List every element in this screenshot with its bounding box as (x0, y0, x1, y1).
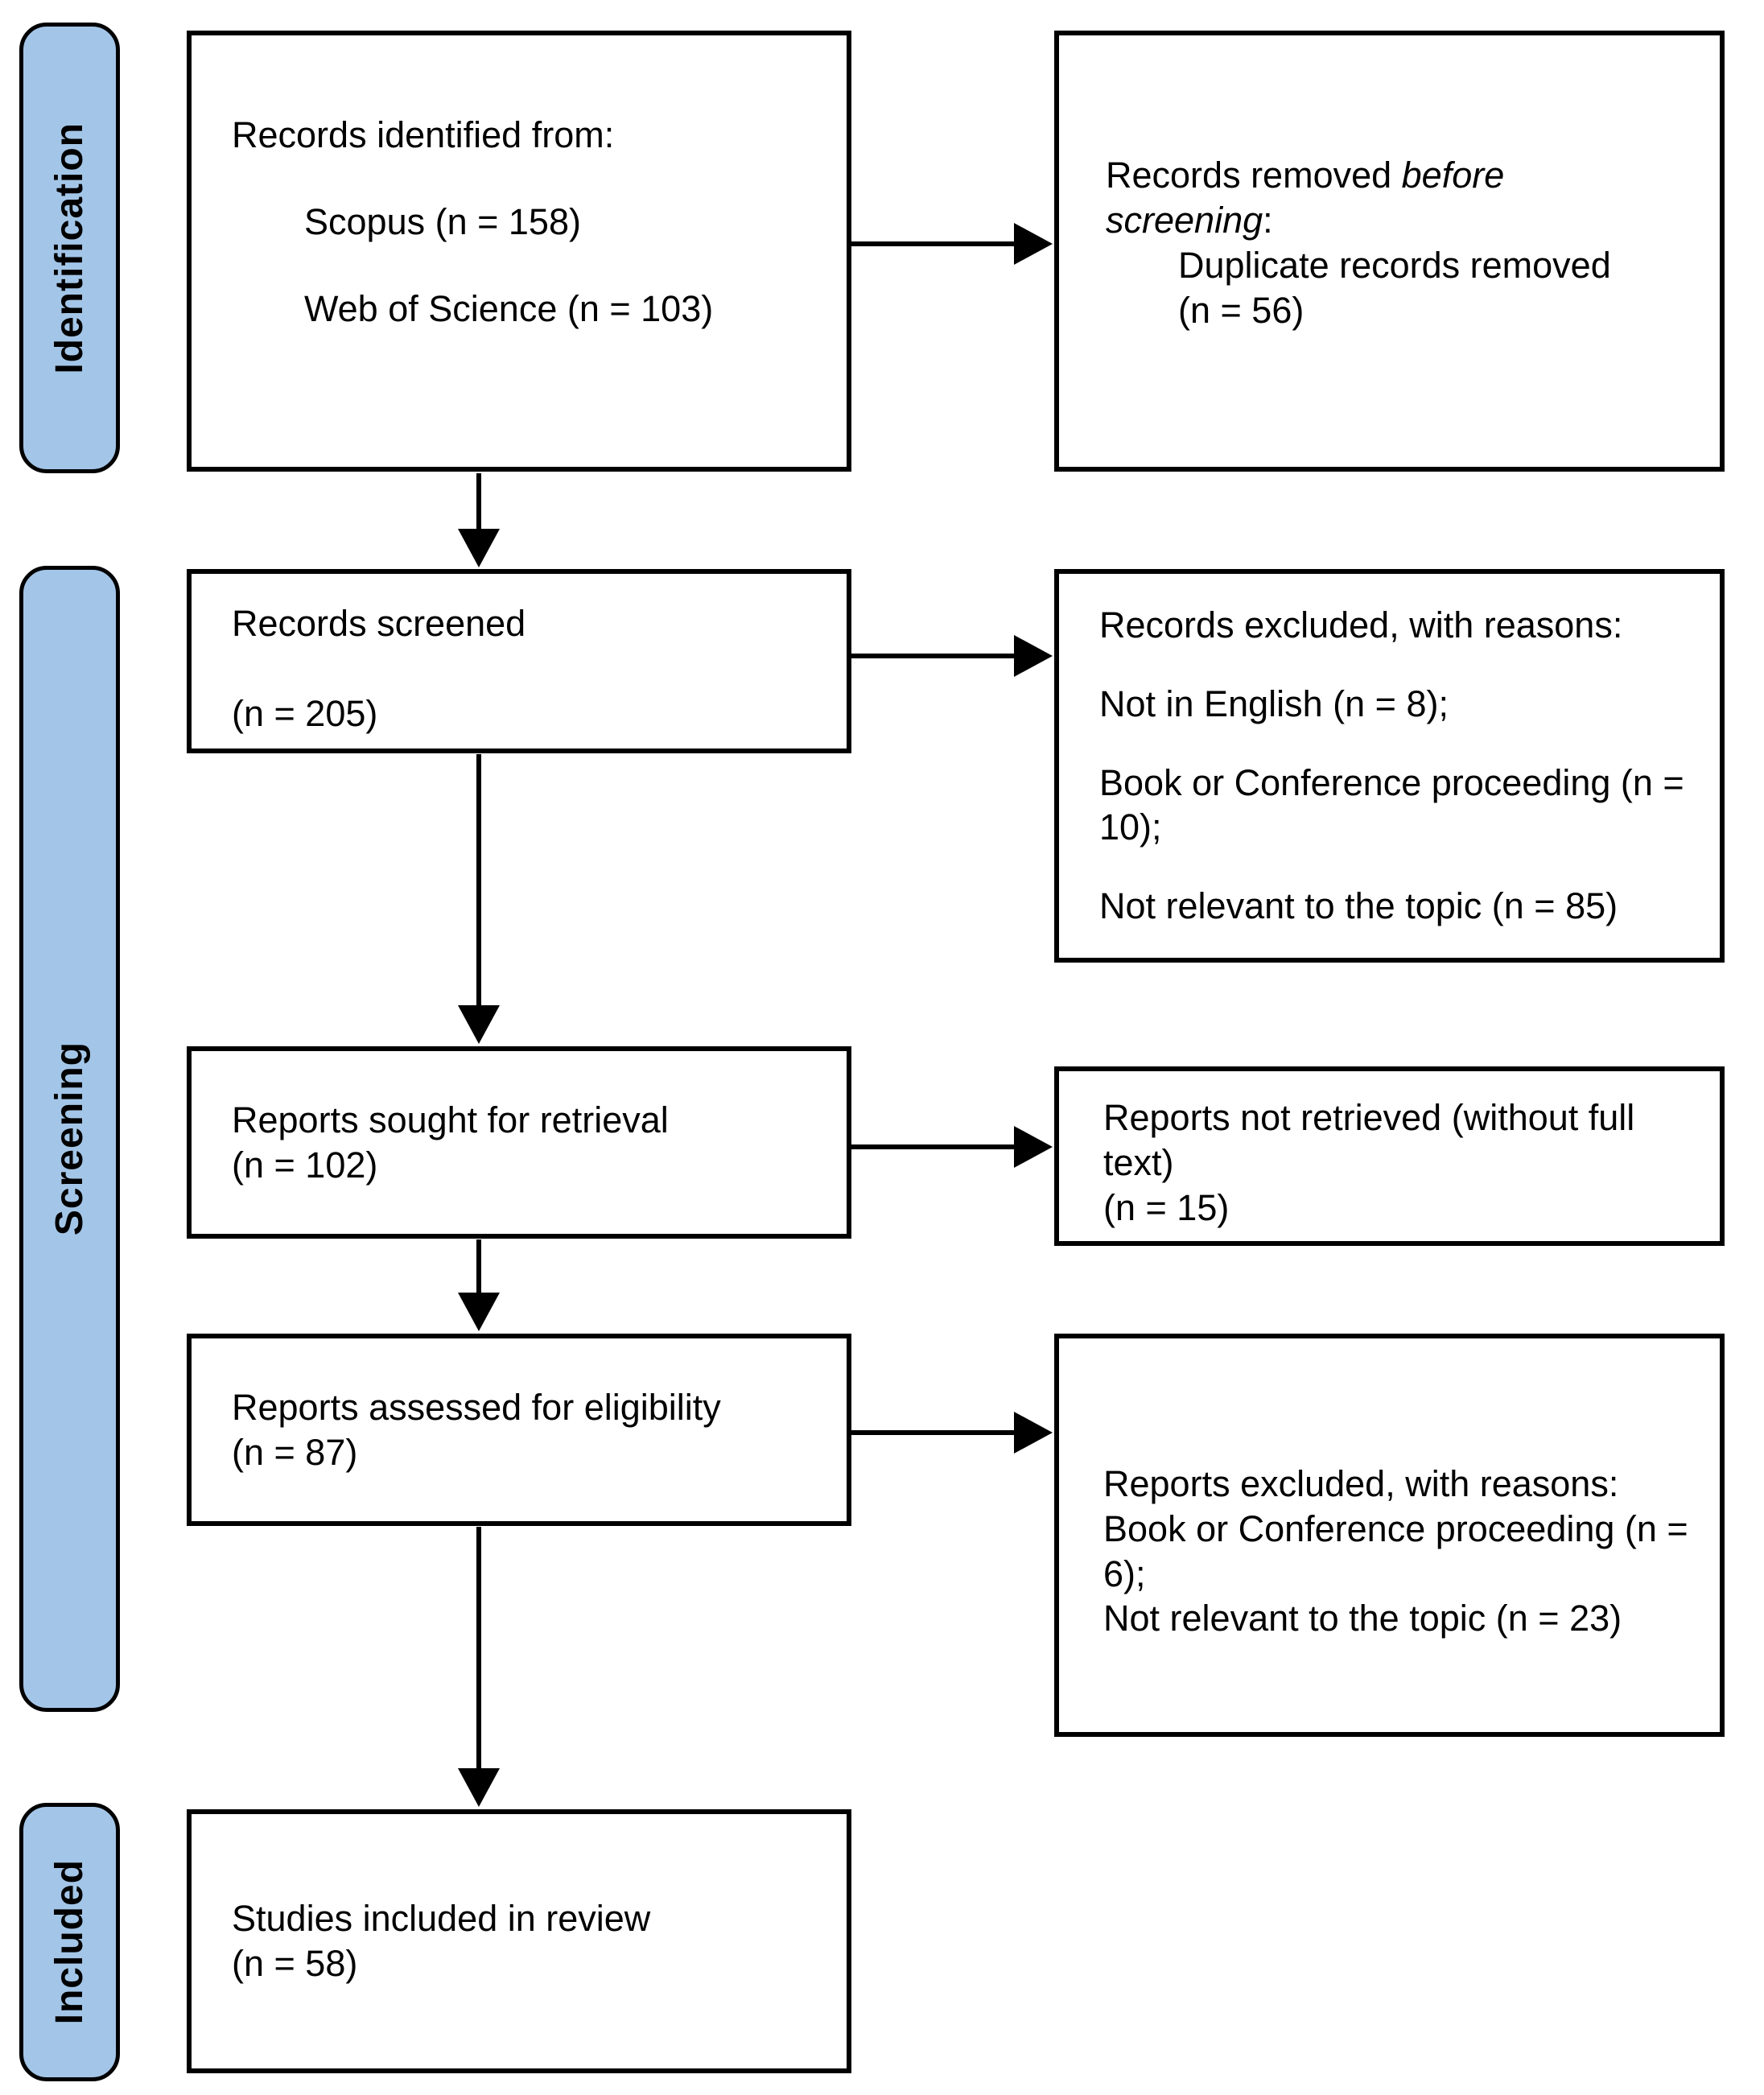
box-reports-assessed: Reports assessed for eligibility (n = 87… (187, 1334, 851, 1526)
records-identified-source-scopus: Scopus (n = 158) (304, 200, 581, 242)
records-excluded-reason-english: Not in English (n = 8); (1099, 683, 1449, 724)
box-records-removed: Records removed before screening: Duplic… (1054, 31, 1725, 472)
reports-excluded-reason-book: Book or Conference proceeding (n = 6); (1103, 1507, 1688, 1594)
box-records-excluded: Records excluded, with reasons: Not in E… (1054, 569, 1725, 963)
reports-not-retrieved-count: (n = 15) (1103, 1186, 1230, 1228)
records-screened-count: (n = 205) (232, 692, 378, 734)
box-records-identified: Records identified from: Scopus (n = 158… (187, 31, 851, 472)
records-excluded-heading: Records excluded, with reasons: (1099, 604, 1623, 645)
reports-assessed-heading: Reports assessed for eligibility (232, 1386, 721, 1428)
records-excluded-reason-book: Book or Conference proceeding (n = 10); (1099, 761, 1684, 848)
records-removed-reason: Duplicate records removed (1178, 245, 1611, 286)
stage-bar-screening: Screening (19, 566, 120, 1712)
studies-included-heading: Studies included in review (232, 1898, 651, 1940)
reports-assessed-count: (n = 87) (232, 1431, 358, 1473)
box-reports-excluded: Reports excluded, with reasons: Book or … (1054, 1334, 1725, 1737)
stage-label-screening: Screening (48, 1041, 91, 1236)
arrow-identified-to-screened (458, 473, 500, 567)
reports-sought-heading: Reports sought for retrieval (232, 1099, 669, 1140)
arrow-sought-to-assessed (458, 1239, 500, 1331)
box-records-screened: Records screened (n = 205) (187, 569, 851, 753)
studies-included-count: (n = 58) (232, 1943, 358, 1984)
arrow-assessed-to-excluded (851, 1412, 1053, 1454)
arrow-sought-to-not-retrieved (851, 1126, 1053, 1168)
arrow-identified-to-removed (851, 223, 1053, 265)
records-removed-suffix: : (1263, 200, 1273, 241)
box-studies-included: Studies included in review (n = 58) (187, 1809, 851, 2073)
stage-bar-identification: Identification (19, 23, 120, 473)
stage-label-included: Included (48, 1859, 91, 2025)
reports-not-retrieved-heading: Reports not retrieved (without full text… (1103, 1097, 1635, 1183)
arrow-screened-to-sought (458, 754, 500, 1044)
box-reports-sought: Reports sought for retrieval (n = 102) (187, 1046, 851, 1239)
records-removed-count: (n = 56) (1178, 289, 1304, 331)
reports-excluded-heading: Reports excluded, with reasons: (1103, 1462, 1619, 1504)
records-identified-source-wos: Web of Science (n = 103) (304, 287, 714, 329)
records-removed-emphasis: before screening (1106, 155, 1505, 241)
records-removed-heading: Records removed before screening: (1106, 153, 1621, 243)
stage-bar-included: Included (19, 1803, 120, 2081)
records-identified-heading: Records identified from: (232, 114, 615, 155)
records-excluded-reason-relevance: Not relevant to the topic (n = 85) (1099, 885, 1618, 927)
reports-sought-count: (n = 102) (232, 1144, 378, 1186)
records-removed-prefix: Records removed (1106, 155, 1402, 196)
arrow-assessed-to-included (458, 1527, 500, 1807)
arrow-screened-to-excluded (851, 635, 1053, 677)
stage-label-identification: Identification (48, 122, 91, 374)
reports-excluded-reason-relevance: Not relevant to the topic (n = 23) (1103, 1598, 1622, 1639)
box-reports-not-retrieved: Reports not retrieved (without full text… (1054, 1066, 1725, 1246)
records-screened-heading: Records screened (232, 603, 526, 644)
